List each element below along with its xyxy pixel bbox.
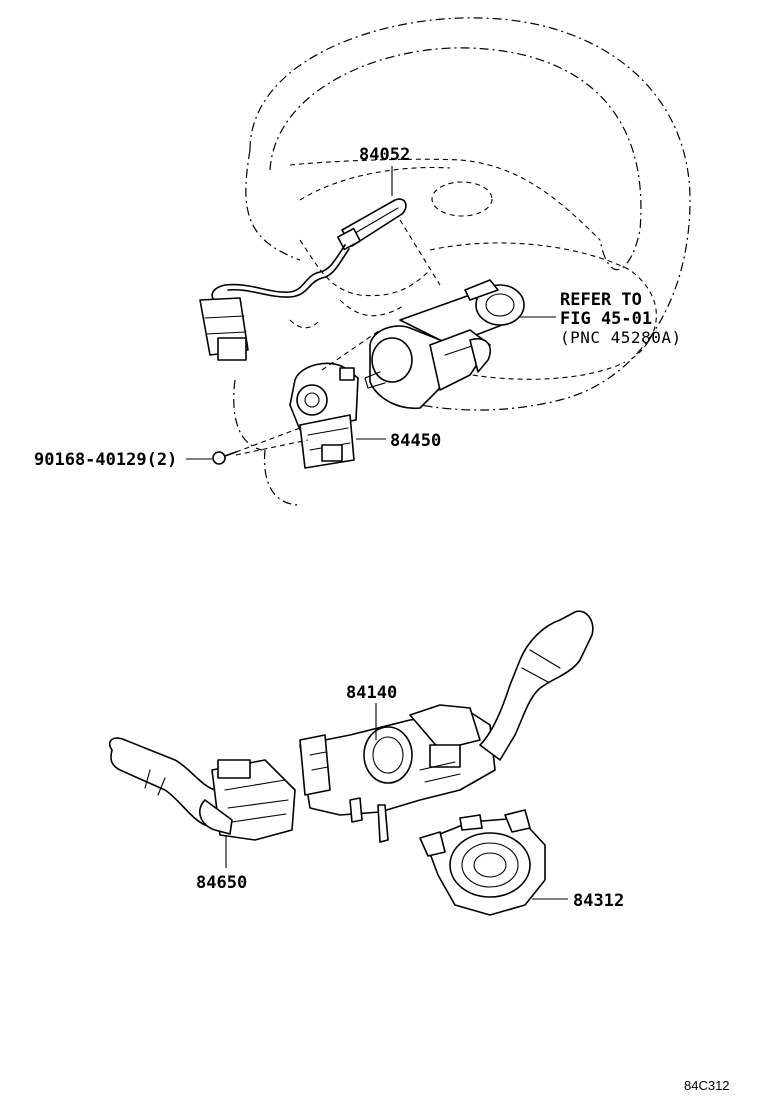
assembly-guide-line bbox=[399, 219, 441, 286]
label-84450[interactable]: 84450 bbox=[390, 431, 441, 451]
part-84140-combination-switch[interactable] bbox=[299, 610, 594, 843]
label-84650[interactable]: 84650 bbox=[196, 873, 247, 893]
label-84312[interactable]: 84312 bbox=[573, 891, 624, 911]
label-pnc-ref: (PNC 45280A) bbox=[560, 328, 682, 347]
label-84052[interactable]: 84052 bbox=[359, 145, 410, 165]
label-84140[interactable]: 84140 bbox=[346, 683, 397, 703]
leader-lines bbox=[186, 166, 568, 900]
label-90168-40129[interactable]: 90168-40129(2) bbox=[34, 450, 177, 470]
part-84052-cable[interactable] bbox=[199, 198, 407, 361]
steering-wheel-outline bbox=[233, 17, 691, 506]
assembly-guide-line bbox=[321, 329, 381, 371]
label-fig-ref[interactable]: FIG 45-01 bbox=[560, 309, 652, 329]
label-refer-to: REFER TO bbox=[560, 290, 642, 310]
part-84450-ignition-switch[interactable] bbox=[289, 362, 359, 469]
diagram-code: 84C312 bbox=[684, 1078, 730, 1093]
part-84312-spiral-cable[interactable] bbox=[419, 809, 546, 916]
part-steering-lock-assembly bbox=[364, 279, 525, 409]
part-84650-lever-switch[interactable] bbox=[108, 737, 296, 841]
part-90168-screw[interactable] bbox=[212, 427, 309, 465]
